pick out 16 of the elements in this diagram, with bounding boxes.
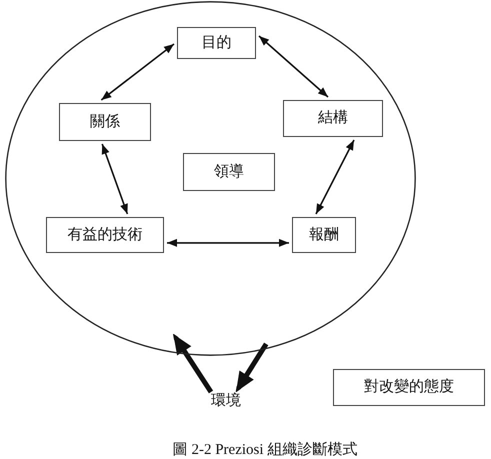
double-arrow: [315, 140, 355, 214]
double-arrow: [100, 43, 174, 101]
double-arrow: [258, 35, 329, 98]
caption: 圖 2-2 Preziosi 組織診斷模式: [172, 441, 358, 459]
text-box: 關係: [59, 103, 151, 141]
double-arrow: [101, 144, 128, 214]
text-box: 報酬: [292, 217, 356, 253]
label: 環境: [206, 392, 246, 410]
arrow: [236, 342, 268, 393]
text-box: 領導: [183, 153, 275, 191]
arrow: [172, 333, 214, 394]
text-box: 對改變的態度: [333, 369, 485, 406]
text-box: 結構: [283, 100, 383, 137]
text-box: 目的: [177, 27, 256, 59]
text-box: 有益的技術: [46, 217, 164, 253]
double-arrow: [167, 238, 289, 247]
